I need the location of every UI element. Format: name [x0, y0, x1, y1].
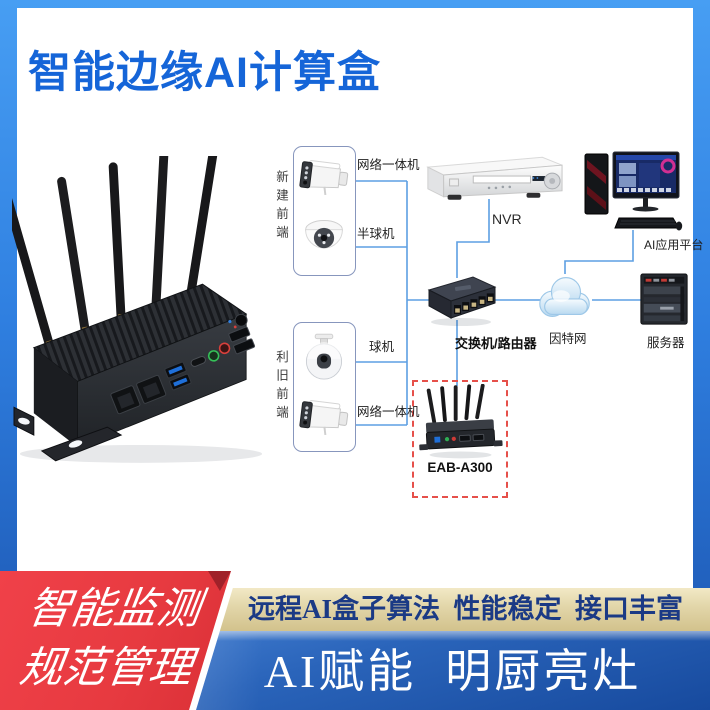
ai-platform-label: AI应用平台 — [644, 238, 704, 252]
ptz-camera-icon — [302, 329, 346, 387]
ai-platform-computer-icon — [583, 150, 683, 238]
switch-router-icon — [423, 272, 499, 328]
new-frontend-label: 新建前端 — [274, 170, 288, 244]
internet-label: 因特网 — [549, 332, 587, 346]
server-label: 服务器 — [647, 336, 685, 350]
nvr-label: NVR — [492, 211, 522, 227]
new-frontend-group-box — [293, 146, 356, 276]
ribbon-line2: 规范管理 — [16, 645, 196, 692]
page-title: 智能边缘AI计算盒 — [28, 49, 381, 97]
switch-router-label: 交换机/路由器 — [455, 336, 537, 351]
edge-ai-box-image — [3, 140, 263, 463]
feature-strip-text: 远程AI盒子算法 性能稳定 接口丰富 — [247, 594, 683, 624]
ribbon-text: 智能监测 规范管理 — [0, 580, 224, 698]
server-icon — [637, 271, 691, 329]
bullet-camera-icon — [296, 153, 353, 203]
bullet-camera-icon — [296, 393, 353, 443]
edge-box-icon — [415, 383, 507, 460]
edge-box-label: EAB-A300 — [427, 460, 493, 475]
product-photo — [3, 140, 270, 468]
nvr-icon — [418, 153, 566, 205]
red-ribbon — [0, 571, 231, 710]
camera-label-network-allinone-top: 网络一体机 — [357, 158, 420, 172]
old-frontend-label: 利旧前端 — [274, 350, 288, 424]
old-frontend-group-box — [293, 322, 356, 452]
ribbon-line1: 智能监测 — [24, 586, 204, 633]
front-ports — [110, 313, 255, 415]
edge-box-highlight: EAB-A300 — [412, 380, 508, 498]
camera-label-dome: 半球机 — [357, 227, 395, 241]
internet-cloud-icon — [534, 268, 596, 326]
dome-camera-icon — [301, 211, 347, 265]
slogan-text: AI赋能 明厨亮灶 — [263, 646, 642, 697]
camera-label-ptz: 球机 — [369, 340, 395, 354]
camera-label-network-allinone-bottom: 网络一体机 — [357, 405, 420, 419]
